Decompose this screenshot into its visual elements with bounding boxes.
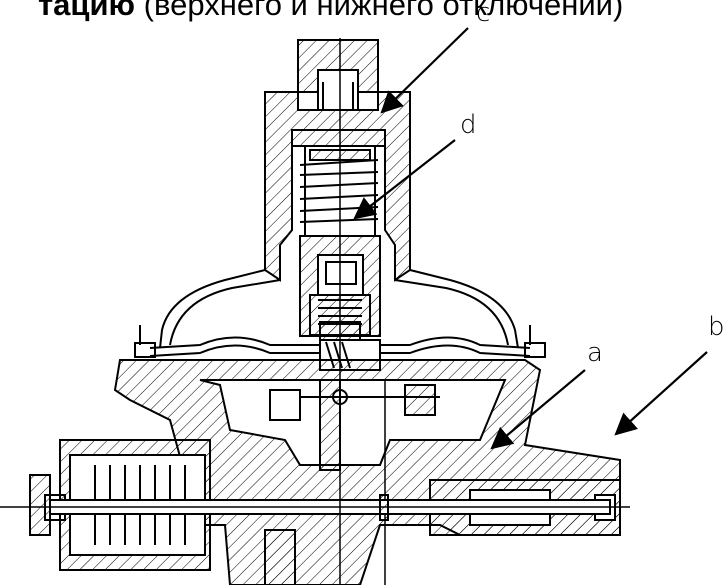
- callout-b-arrow: [614, 351, 708, 436]
- callout-a-label: a: [587, 338, 603, 368]
- caption-text: (верхнего и нижнего отключений): [135, 0, 624, 22]
- callout-c-label: c: [476, 0, 491, 28]
- main-shaft: [0, 494, 630, 585]
- callout-a-arrow: [490, 369, 586, 450]
- diaphragm-dome: [139, 269, 531, 349]
- top-cap: [297, 39, 379, 111]
- callout-d-label: d: [460, 110, 477, 140]
- caption-bold: тацию: [38, 0, 136, 22]
- callout-c-arrow: [380, 27, 469, 114]
- callout-b-label: b: [708, 312, 725, 342]
- caption-header: тацию (верхнего и нижнего отключений): [38, 0, 623, 23]
- callout-d-arrow: [353, 139, 456, 220]
